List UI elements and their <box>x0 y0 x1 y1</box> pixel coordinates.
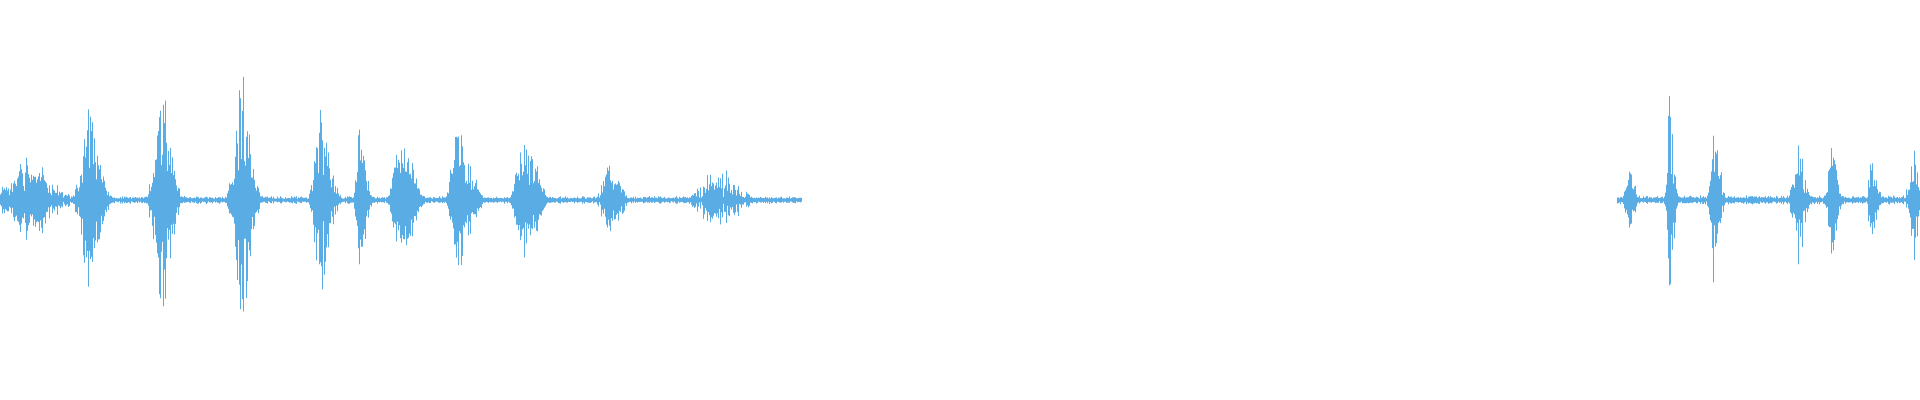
waveform-path <box>0 76 1920 312</box>
waveform-trace <box>0 76 1920 312</box>
